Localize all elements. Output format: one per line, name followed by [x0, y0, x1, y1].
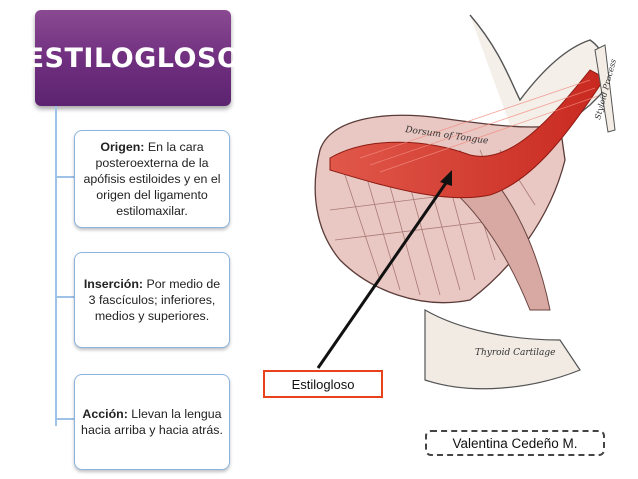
pointer-arrow-line — [316, 179, 450, 369]
styloid-process — [594, 44, 616, 133]
title-box: ESTILOGLOSO — [26, 10, 240, 106]
connector-tick-accion — [55, 418, 75, 420]
connector-tick-insercion — [55, 296, 75, 298]
author-box: Valentina Cedeño M. — [425, 430, 605, 456]
card-origen-content: Origen: En la cara posteroexterna de la … — [79, 139, 225, 219]
hyoglossus-muscle — [438, 174, 551, 311]
thyroid-cartilage — [424, 308, 581, 390]
muscle-label-text: Estilogloso — [291, 376, 355, 392]
card-origen-text: En la cara posteroexterna de la apófisis… — [83, 140, 221, 218]
muscle-label-box: Estilogloso — [263, 370, 383, 398]
connector-line — [55, 106, 57, 426]
card-insercion-heading: Inserción: — [83, 277, 144, 291]
anatomy-illustration: Dorsum of Tongue Thyroid Cartilage Stylo… — [314, 14, 618, 390]
author-text: Valentina Cedeño M. — [452, 435, 578, 451]
card-accion-content: Acción: Llevan la lengua hacia arriba y … — [79, 406, 225, 438]
title-text: ESTILOGLOSO — [25, 42, 241, 74]
card-accion-text: Llevan la lengua hacia arriba y hacia at… — [81, 407, 223, 437]
card-origen-heading: Origen: — [100, 140, 145, 154]
pointer-arrow-head — [440, 170, 452, 186]
connector-tick-origen — [55, 176, 75, 178]
card-insercion-content: Inserción: Por medio de 3 fascículos; in… — [79, 276, 225, 324]
card-insercion: Inserción: Por medio de 3 fascículos; in… — [74, 252, 230, 348]
card-accion-heading: Acción: — [82, 407, 128, 421]
card-insercion-text: Por medio de 3 fascículos; inferiores, m… — [88, 277, 221, 323]
card-accion: Acción: Llevan la lengua hacia arriba y … — [74, 374, 230, 470]
figure-label-thyroid: Thyroid Cartilage — [475, 348, 556, 358]
card-origen: Origen: En la cara posteroexterna de la … — [74, 130, 230, 228]
